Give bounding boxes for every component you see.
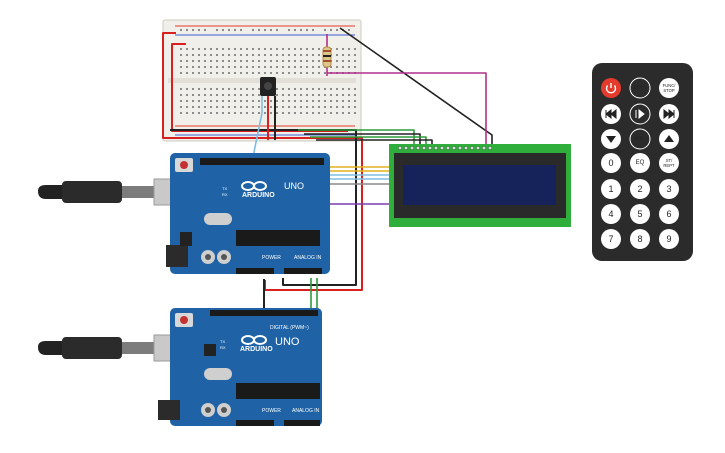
- remote-button-st-rept[interactable]: ST/REPT: [659, 153, 679, 173]
- breadboard-holes: [180, 29, 356, 131]
- lcd-module[interactable]: [389, 144, 571, 227]
- down-icon: [606, 136, 616, 143]
- remote-button-label: 0: [608, 158, 613, 168]
- remote-button-five[interactable]: 5: [630, 204, 650, 224]
- arduino-bottom-power-label: POWER: [262, 408, 281, 414]
- power-icon: [605, 83, 617, 94]
- ir-remote[interactable]: VOL+ FUNC/STOP VOL- 0 EQ ST/REPT 1 2 3 4 5 6 7 8 9: [592, 63, 693, 261]
- remote-button-label: 3: [666, 184, 671, 194]
- remote-button-vol-up[interactable]: VOL+: [629, 77, 651, 99]
- remote-button-label: 1: [608, 184, 613, 194]
- remote-button-one[interactable]: 1: [601, 179, 621, 199]
- remote-button-up[interactable]: [659, 129, 679, 149]
- remote-button-label: REPT: [663, 163, 675, 168]
- arduino-top-analog-label: ANALOG IN: [294, 255, 322, 261]
- arduino-bottom-rx-label: RX: [220, 345, 226, 350]
- arduino-top-tx-label: TX: [222, 186, 227, 191]
- remote-button-down[interactable]: [601, 129, 621, 149]
- remote-button-label: FUNC/: [663, 83, 677, 88]
- wire-black-lcd-2: [304, 133, 421, 146]
- play-icon: [635, 108, 645, 120]
- remote-button-prev[interactable]: [601, 104, 621, 124]
- usb-cable-top: [38, 178, 177, 206]
- remote-button-label: 2: [637, 184, 642, 194]
- prev-icon: [605, 108, 617, 120]
- remote-button-seven[interactable]: 7: [601, 229, 621, 249]
- arduino-top-rx-label: RX: [222, 192, 228, 197]
- remote-button-vol-down[interactable]: VOL-: [629, 128, 651, 150]
- arduino-top-power-label: POWER: [262, 255, 281, 261]
- remote-button-label: STOP: [663, 88, 675, 93]
- remote-button-eight[interactable]: 8: [630, 229, 650, 249]
- remote-button-zero[interactable]: 0: [601, 153, 621, 173]
- ir-receiver[interactable]: [260, 77, 276, 96]
- arduino-bottom-digital-label: DIGITAL (PWM~): [270, 325, 309, 331]
- remote-button-two[interactable]: 2: [630, 179, 650, 199]
- remote-button-six[interactable]: 6: [659, 204, 679, 224]
- arduino-top-model: UNO: [284, 181, 304, 191]
- remote-button-func-stop[interactable]: FUNC/STOP: [659, 78, 679, 98]
- resistor[interactable]: [322, 34, 332, 76]
- wire-black-gnd: [170, 129, 357, 286]
- remote-button-label: 9: [666, 234, 671, 244]
- remote-button-label: VOL-: [634, 136, 646, 142]
- remote-button-label: 8: [637, 234, 642, 244]
- remote-button-label: ST/: [666, 158, 673, 163]
- wire-magenta-lcd: [327, 72, 487, 146]
- remote-button-three[interactable]: 3: [659, 179, 679, 199]
- remote-button-eq[interactable]: EQ: [630, 153, 650, 173]
- wire-green-lcd-2: [310, 136, 427, 146]
- remote-button-label: 5: [637, 209, 642, 219]
- remote-button-play-pause[interactable]: [629, 103, 651, 125]
- wire-black-lcd: [339, 27, 493, 146]
- remote-button-next[interactable]: [659, 104, 679, 124]
- up-icon: [664, 135, 674, 142]
- lcd-pin-header: [397, 145, 493, 151]
- remote-button-four[interactable]: 4: [601, 204, 621, 224]
- arduino-logo-icon: [241, 181, 267, 191]
- arduino-top[interactable]: ARDUINO UNO POWER ANALOG IN TX RX: [166, 153, 330, 274]
- arduino-logo-icon: [241, 335, 267, 345]
- arduino-bottom-analog-label: ANALOG IN: [292, 408, 320, 414]
- arduino-top-brand: ARDUINO: [242, 192, 275, 199]
- remote-button-label: 7: [608, 234, 613, 244]
- arduino-bottom-model: UNO: [275, 336, 300, 348]
- arduino-bottom-tx-label: TX: [220, 339, 225, 344]
- remote-button-label: 6: [666, 209, 671, 219]
- arduino-bottom-brand: ARDUINO: [240, 346, 273, 353]
- remote-button-label: EQ: [636, 160, 645, 166]
- remote-button-label: VOL+: [634, 85, 647, 91]
- usb-cable-bottom: [38, 334, 177, 362]
- arduino-bottom[interactable]: ARDUINO UNO DIGITAL (PWM~) POWER ANALOG …: [158, 308, 322, 426]
- remote-button-nine[interactable]: 9: [659, 229, 679, 249]
- next-icon: [663, 108, 675, 120]
- remote-button-power[interactable]: [601, 78, 621, 98]
- remote-button-label: 4: [608, 209, 613, 219]
